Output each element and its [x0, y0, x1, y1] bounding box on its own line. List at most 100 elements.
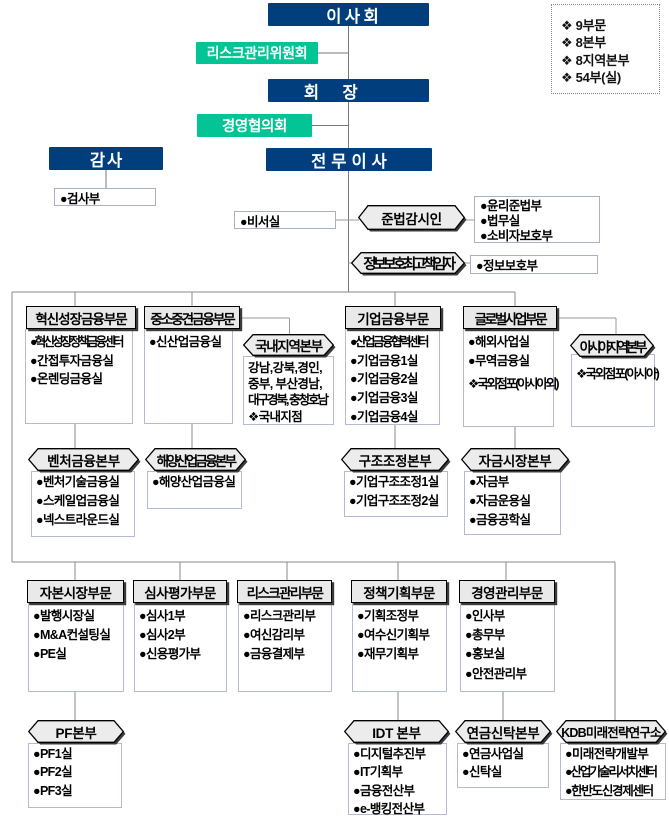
policy-planning-div-items: ●기획조정부 ●여수신기획부 ●재무기획부 [352, 603, 447, 692]
dept-item-label: ●재무기획부 [357, 647, 419, 662]
dept-item-label: ●해양산업금융실 [152, 474, 236, 489]
venture-hq-hex: 벤처금융본부 [28, 448, 141, 473]
treasury-hq-hex: 자금시장본부 [461, 448, 571, 473]
policy-planning-div-header: 정책기획부문 [351, 580, 447, 603]
board-box-label: 이사회 [326, 7, 383, 26]
pension-trust-hq-hex: 연금신탁본부 [455, 720, 553, 745]
dept-item: ❖국외점포(아시아외) [464, 375, 560, 394]
restructuring-hq-hex: 구조조정본부 [341, 448, 451, 473]
dept-item-label: ●PE실 [33, 647, 67, 662]
hexagon-shape [145, 448, 248, 473]
dept-item: ❖국외점포(아시아) [572, 365, 660, 383]
hexagon-face [570, 334, 655, 357]
hq-items-box: ●PF1실 ●PF2실 ●PF3실 [28, 743, 122, 808]
auditor-box-label: 감사 [89, 151, 125, 170]
screening-eval-div-items: ●심사1부 ●심사2부 ●신용평가부 [134, 603, 227, 692]
management-council-box-label: 경영협의회 [221, 119, 288, 135]
dept-item-label: ●심사2부 [139, 628, 186, 643]
hexagon-face [461, 448, 570, 471]
asia-hq-panel: ❖국외점포(아시아) [571, 354, 660, 427]
region-line-row: ❖국내지점 [244, 409, 333, 425]
kdb-research-hq-hex-label: KDB미래전략연구소 [561, 726, 661, 740]
treasury-hq-hex-label: 자금시장본부 [478, 453, 552, 469]
dept-item: ●IT기획부 [349, 763, 446, 782]
dept-item-label: ●연금사업실 [462, 746, 524, 761]
hexagon-face [28, 448, 140, 471]
domestic-hq-hex: 국내지역본부 [243, 334, 336, 358]
dept-item-label: ●금융결제부 [243, 647, 305, 662]
dept-item-label: ●온렌딩금융실 [30, 372, 103, 387]
hexagon-face [358, 205, 466, 230]
marine-hq-hex-label: 해양산업금융본부 [156, 453, 237, 469]
audit-dept-box-label: ●검사부 [60, 191, 100, 206]
dept-item: ●PF2실 [29, 763, 121, 782]
dept-item: ●기업금융2실 [346, 370, 439, 389]
dept-item: ●홍보실 [461, 645, 554, 664]
hexagon-shape [28, 448, 141, 473]
dept-item-label: ●여수신기획부 [357, 628, 430, 643]
innovation-growth-div-items: ●혁신성장정책금융센터 ●간접투자금융실 ●온렌딩금융실 [25, 329, 133, 424]
kdb-research-hq-hex: KDB미래전략연구소 [556, 720, 668, 745]
hexagon-shape [358, 205, 467, 232]
secretariat-box: ●비서실 [234, 211, 336, 229]
asia-hq-hex-label: 아시아지역본부 [579, 339, 648, 355]
dept-item-label: ●여신감리부 [243, 628, 305, 643]
dept-item-label: ●자금부 [469, 474, 509, 489]
ciso-dept-box-label: ●정보보호부 [476, 259, 538, 273]
dept-item-label: ●미래전략개발부 [565, 746, 649, 761]
hexagon-face [243, 334, 335, 356]
dept-item: ●여신감리부 [239, 626, 331, 645]
dept-item: ●산업기술리서치센터 [561, 763, 665, 782]
dept-item: ●기업구조조정1실 [345, 473, 447, 492]
dept-item-label: ●리스크관리부 [243, 609, 316, 623]
region-line-row: 대구경북, 충청호남 [244, 392, 333, 408]
dept-item: ●산업금융협력센터 [346, 333, 439, 352]
dept-item-label: ❖국외점포(아시아) [576, 367, 660, 381]
region-line: 중부, 부산경남, [248, 377, 323, 392]
pf-hq-hex: PF본부 [28, 720, 126, 745]
domestic-hq-panel: 강남,강북,경인, 중부, 부산경남, 대구경북, 충청호남 ❖국내지점 [243, 356, 334, 425]
hexagon-face [145, 448, 247, 471]
innovation-growth-div-header: 혁신성장금융부문 [26, 306, 136, 329]
management-council-box: 경영협의회 [197, 114, 312, 137]
asia-hq-hex: 아시아지역본부 [570, 334, 656, 359]
dept-item: ●금융공학실 [465, 511, 560, 530]
dept-item-label: ●간접투자금융실 [30, 353, 114, 368]
dept-item-label: ●PF3실 [33, 783, 73, 798]
dept-item: ●해외사업실 [464, 333, 553, 352]
dept-item: ●디지털추진부 [349, 745, 446, 764]
ciso-dept-box: ●정보보호부 [470, 255, 598, 274]
capital-markets-div-header: 자본시장부문 [27, 580, 124, 603]
management-admin-div-header: 경영관리부문 [459, 580, 555, 603]
dept-item-label: ●자금운용실 [469, 493, 531, 508]
dept-item: ●간접투자금융실 [26, 352, 132, 371]
idt-hq-hex: IDT 본부 [344, 720, 451, 745]
dept-item: ●기업금융1실 [346, 352, 439, 371]
corporate-finance-div-header: 기업금융부문 [345, 306, 441, 329]
region-line: ❖국내지점 [248, 409, 303, 424]
legend-item: ❖ 9부문 [561, 18, 606, 33]
sme-finance-div-title: 중소중견금융부문 [150, 311, 235, 327]
hexagon-shape [341, 448, 451, 473]
legend-item: ❖ 54부(실) [561, 69, 621, 85]
dept-item-label: ●심사1부 [139, 609, 186, 623]
pf-hq-hex-label: PF본부 [55, 725, 97, 741]
hexagon-shape [28, 720, 126, 745]
hexagon-shape [461, 448, 571, 473]
capital-markets-div-items: ●발행시장실 ●M&A컨설팅실 ●PE실 [28, 603, 124, 692]
dept-item-label: ●신탁실 [462, 765, 502, 779]
dept-item: ●총무부 [461, 626, 554, 645]
hq-items-box: ●연금사업실 ●신탁실 [457, 743, 549, 788]
dept-item-label: ●벤처기술금융실 [36, 474, 120, 489]
dept-item: ●벤처기술금융실 [32, 473, 134, 492]
dept-item-label: ●기업금융2실 [350, 372, 418, 387]
hexagon-shape [351, 252, 467, 276]
hexagon-face [28, 720, 125, 743]
hexagon-face [344, 720, 450, 743]
risk-committee-box: 리스크관리위원회 [196, 42, 318, 64]
venture-hq-hex-label: 벤처금융본부 [47, 453, 120, 469]
dept-item: ●e-뱅킹전산부 [349, 800, 446, 817]
dept-item: ●자금운용실 [465, 492, 560, 511]
dept-item-label: ●PF1실 [33, 746, 73, 761]
dept-item: ●심사1부 [135, 607, 226, 626]
